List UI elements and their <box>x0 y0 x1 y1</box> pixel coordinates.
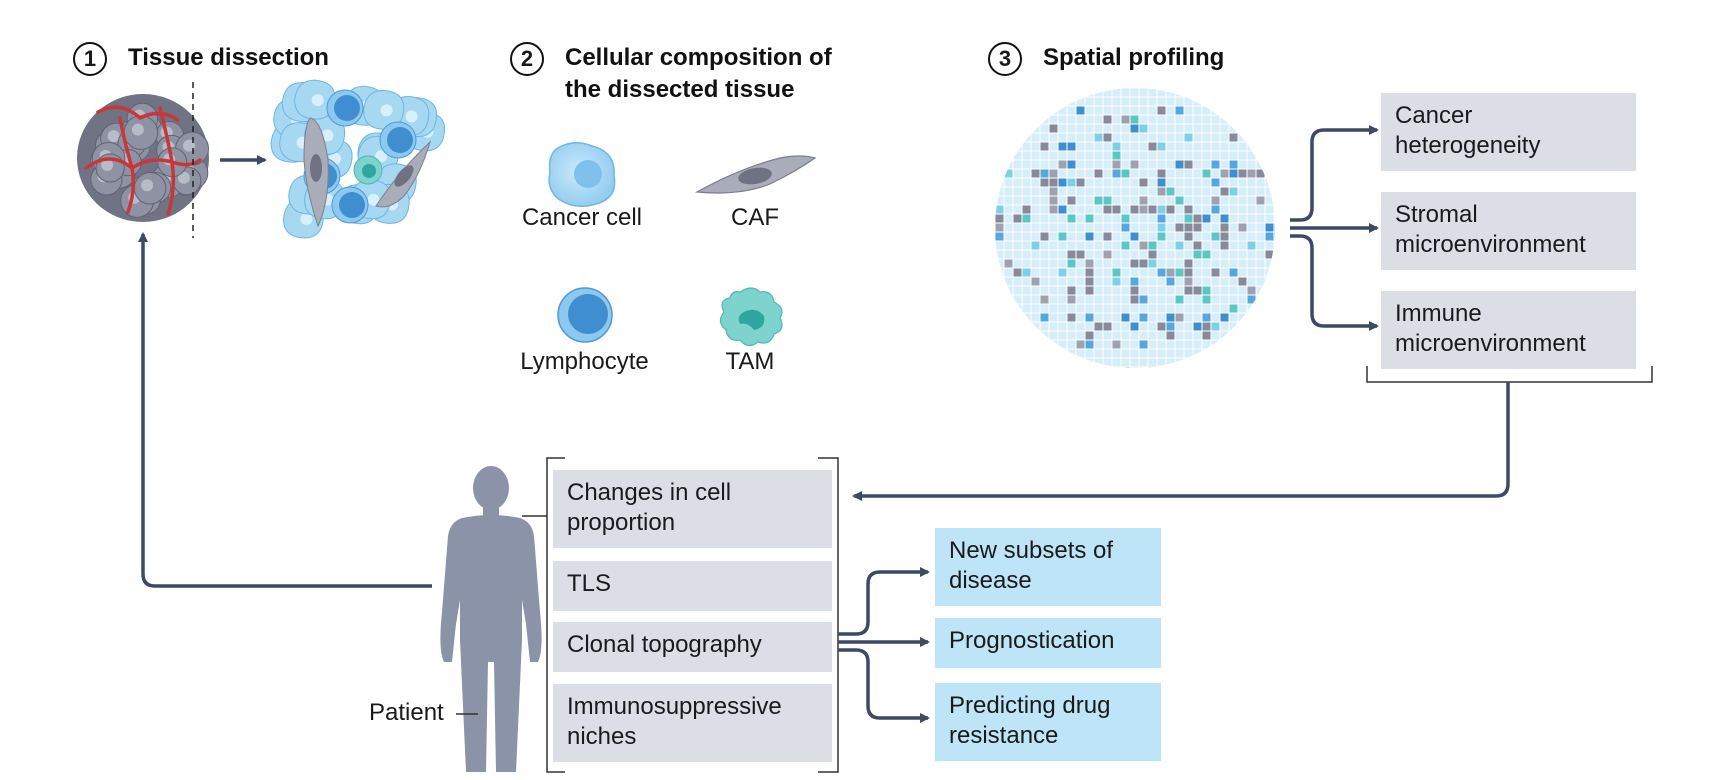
step-1-number: 1 <box>73 42 107 76</box>
patient-label: Patient <box>369 699 444 726</box>
step-1-title: Tissue dissection <box>128 44 329 71</box>
step-3-number: 3 <box>988 42 1022 76</box>
tumor-tissue-icon <box>77 82 210 238</box>
caf-icon <box>695 155 817 194</box>
box-line: niches <box>567 723 637 750</box>
lymphocyte-icon <box>557 287 613 343</box>
box-line: Changes in cell <box>567 479 732 506</box>
box-line: Stromal <box>1395 201 1478 228</box>
dissected-tissue-icon <box>270 79 446 239</box>
tam-label: TAM <box>725 348 775 375</box>
prognostication-box: Prognostication <box>935 618 1161 668</box>
box-line: resistance <box>949 722 1059 749</box>
stromal-microenvironment-box: Stromal microenvironment <box>1381 192 1636 270</box>
box-line: Clonal topography <box>567 631 762 658</box>
box-line: Immune <box>1395 300 1482 327</box>
applications-fanout-arrows <box>838 567 930 723</box>
box-line: Immunosuppressive <box>567 693 782 720</box>
box-line: New subsets of <box>949 537 1114 564</box>
cancer-heterogeneity-box: Cancer heterogeneity <box>1381 93 1636 171</box>
cancer-cell-icon <box>548 142 616 207</box>
step-3-title: Spatial profiling <box>1043 44 1225 71</box>
tls-box: TLS <box>553 561 832 611</box>
patient-silhouette-icon <box>440 466 542 772</box>
predicting-drug-resistance-box: Predicting drug resistance <box>935 683 1161 761</box>
box-line: Prognostication <box>949 627 1115 654</box>
changes-in-cell-proportion-box: Changes in cell proportion <box>553 470 832 548</box>
findings-bracket <box>522 457 839 773</box>
box-line: TLS <box>567 570 612 597</box>
box-line: proportion <box>567 509 676 536</box>
caf-label: CAF <box>731 204 779 231</box>
clonal-topography-box: Clonal topography <box>553 622 832 672</box>
step-2-title-line2: the dissected tissue <box>565 76 795 103</box>
new-subsets-of-disease-box: New subsets of disease <box>935 528 1161 606</box>
profiling-fanout-arrows <box>1290 125 1379 331</box>
spatial-profiling-grid <box>995 88 1275 368</box>
box-line: Cancer <box>1395 102 1473 129</box>
patient-to-tissue-arrow <box>138 232 432 588</box>
tam-icon <box>719 287 783 347</box>
cancer-cell-label: Cancer cell <box>521 204 643 231</box>
immunosuppressive-niches-box: Immunosuppressive niches <box>553 684 832 762</box>
immune-microenvironment-box: Immune microenvironment <box>1381 291 1636 369</box>
box-line: microenvironment <box>1395 231 1586 258</box>
box-line: Predicting drug <box>949 692 1111 719</box>
box-line: microenvironment <box>1395 330 1586 357</box>
step-2-number: 2 <box>510 42 544 76</box>
lymphocyte-label: Lymphocyte <box>520 348 649 375</box>
box-line: heterogeneity <box>1395 132 1541 159</box>
step-2-title-line1: Cellular composition of <box>565 44 832 71</box>
return-arrow <box>852 382 1510 501</box>
box-line: disease <box>949 567 1032 594</box>
